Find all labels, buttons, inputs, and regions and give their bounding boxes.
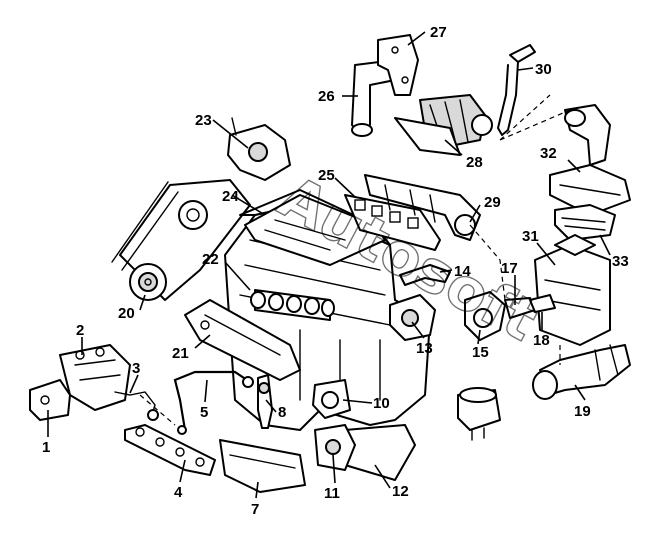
air-filter-box-31	[534, 234, 611, 346]
engine-mount-23	[227, 117, 291, 181]
callout-10: 10	[373, 395, 390, 412]
callout-26: 26	[318, 88, 335, 105]
callout-17: 17	[501, 260, 518, 277]
callout-4: 4	[174, 484, 183, 501]
air-filter-cover-32	[549, 164, 631, 216]
callout-19: 19	[574, 403, 591, 420]
intake-manifold-21	[184, 299, 301, 381]
bracket-10	[312, 379, 351, 419]
fuel-line-3	[114, 391, 159, 421]
vacuum-pump-16	[457, 387, 501, 441]
callout-24: 24	[222, 188, 239, 205]
leader-lines	[47, 31, 611, 499]
fuel-pump-2	[59, 344, 131, 411]
callout-18: 18	[533, 332, 550, 349]
callout-25: 25	[318, 167, 335, 184]
air-intake-hose	[564, 104, 611, 166]
oil-pan-7	[219, 439, 306, 493]
elbow-pipe-26	[351, 59, 396, 137]
filter-element-33	[554, 204, 616, 241]
bracket-27	[377, 34, 419, 96]
cylinder-head-cover-24	[244, 194, 386, 266]
callout-21: 21	[172, 345, 189, 362]
hose-17-18	[504, 294, 556, 319]
injector-8	[257, 374, 273, 429]
callout-11: 11	[324, 485, 340, 502]
callout-8: 8	[278, 404, 286, 421]
callout-12: 12	[392, 483, 409, 500]
callout-7: 7	[251, 501, 259, 518]
callout-32: 32	[540, 145, 557, 162]
intake-duct-19	[532, 344, 631, 400]
callout-28: 28	[466, 154, 483, 171]
pipe-5	[173, 370, 254, 435]
callout-27: 27	[430, 24, 447, 41]
callout-29: 29	[484, 194, 501, 211]
callout-31: 31	[522, 228, 539, 245]
callout-1: 1	[42, 439, 50, 456]
connection-lines	[139, 94, 571, 426]
callout-30: 30	[535, 61, 552, 78]
manifold-gasket-25	[344, 194, 441, 251]
oil-pump-11	[314, 424, 356, 471]
fuel-rail-4	[124, 424, 216, 476]
injector-row-22	[250, 291, 335, 317]
callout-13: 13	[416, 340, 433, 357]
hose-14	[399, 264, 451, 286]
bracket-1	[29, 379, 71, 421]
callout-2: 2	[76, 322, 84, 339]
exhaust-manifold-29	[364, 174, 481, 241]
callout-20: 20	[118, 305, 135, 322]
turbocharger-28	[394, 94, 493, 156]
callout-22: 22	[202, 251, 219, 268]
callout-labels: 1 2 3 4 5 7 8 10 11 12 13 14 15 17 18 19…	[42, 24, 629, 518]
callout-33: 33	[612, 253, 629, 270]
callout-15: 15	[472, 344, 489, 361]
crankshaft-pulley-20	[129, 263, 167, 301]
callout-14: 14	[454, 263, 471, 280]
egr-valve-15	[464, 291, 506, 341]
callout-5: 5	[200, 404, 208, 421]
callout-3: 3	[132, 360, 140, 377]
dipstick-30	[497, 44, 536, 136]
callout-23: 23	[195, 112, 212, 129]
thermostat-13	[389, 294, 436, 341]
